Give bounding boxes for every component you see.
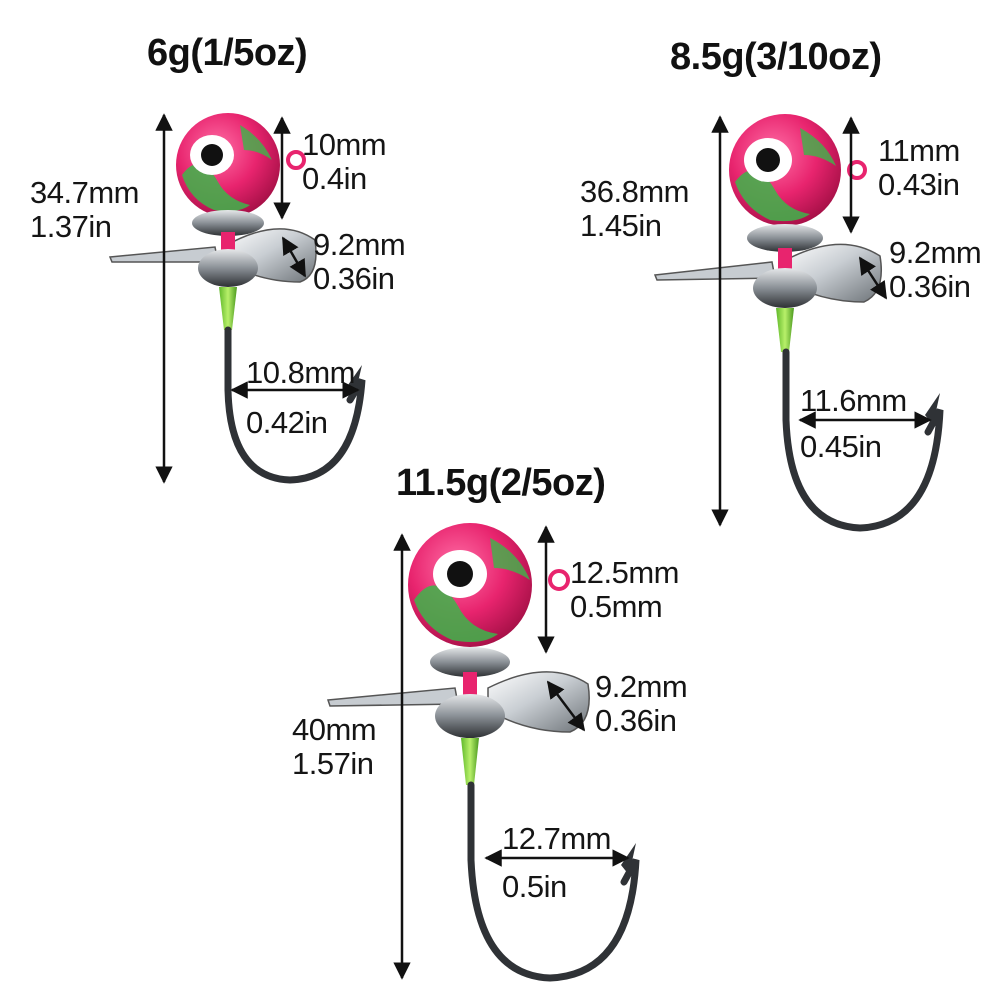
hook-gap-in: 0.42in bbox=[246, 405, 328, 440]
lure-head bbox=[729, 114, 867, 226]
head-size-mm: 12.5mm bbox=[570, 555, 679, 590]
lure-title: 8.5g(3/10oz) bbox=[670, 36, 882, 78]
overall-length-mm: 40mm bbox=[292, 712, 377, 747]
lure-6g bbox=[108, 113, 366, 484]
tube bbox=[461, 738, 479, 785]
blade-size-line bbox=[281, 236, 307, 278]
overall-length-in: 1.57in bbox=[292, 746, 374, 781]
bead bbox=[192, 210, 264, 287]
overall-length-in: 1.37in bbox=[30, 209, 112, 244]
hook-gap-label: 10.8mm 0.42in bbox=[246, 348, 355, 448]
lure-8-5g bbox=[653, 114, 944, 532]
overall-length-label: 34.7mm 1.37in bbox=[30, 176, 139, 244]
overall-length-in: 1.45in bbox=[580, 208, 662, 243]
hook-gap-mm: 10.8mm bbox=[246, 355, 355, 390]
overall-length-mm: 34.7mm bbox=[30, 175, 139, 210]
hook-gap-in: 0.5in bbox=[502, 869, 567, 904]
hook bbox=[224, 326, 366, 484]
head-size-in: 0.43in bbox=[878, 167, 960, 202]
head-size-label: 10mm 0.4in bbox=[302, 127, 387, 196]
lure-head bbox=[176, 113, 306, 217]
blade-size-in: 0.36in bbox=[595, 703, 677, 738]
blade-size-mm: 9.2mm bbox=[889, 235, 982, 270]
head-size-in: 0.5mm bbox=[570, 589, 663, 624]
tube bbox=[219, 287, 237, 330]
head-size-mm: 11mm bbox=[878, 133, 960, 168]
hook-gap-in: 0.45in bbox=[800, 429, 882, 464]
head-size-mm: 10mm bbox=[302, 127, 387, 162]
bead bbox=[430, 647, 510, 738]
blade-size-in: 0.36in bbox=[313, 261, 395, 296]
blade-size-label: 9.2mm 0.36in bbox=[595, 669, 688, 738]
hook-gap-label: 11.6mm 0.45in bbox=[800, 378, 907, 470]
blade-size-label: 9.2mm 0.36in bbox=[313, 227, 406, 296]
blade-size-in: 0.36in bbox=[889, 269, 971, 304]
lure-head bbox=[408, 523, 570, 647]
overall-length-mm: 36.8mm bbox=[580, 174, 689, 209]
head-size-label: 12.5mm 0.5mm bbox=[570, 556, 679, 624]
blade-size-line bbox=[858, 256, 888, 300]
lure-11-5g bbox=[326, 523, 640, 982]
head-size-label: 11mm 0.43in bbox=[878, 134, 960, 202]
hook-gap-mm: 11.6mm bbox=[800, 383, 907, 418]
tube bbox=[776, 308, 794, 352]
blade-size-line bbox=[546, 680, 586, 732]
head-size-in: 0.4in bbox=[302, 161, 367, 196]
hook-gap-label: 12.7mm 0.5in bbox=[502, 815, 611, 911]
blade-size-mm: 9.2mm bbox=[313, 227, 406, 262]
hook-gap-mm: 12.7mm bbox=[502, 821, 611, 856]
overall-length-label: 36.8mm 1.45in bbox=[580, 175, 689, 243]
blade-size-label: 9.2mm 0.36in bbox=[889, 235, 982, 304]
lure-title: 11.5g(2/5oz) bbox=[396, 462, 606, 504]
bead bbox=[747, 224, 823, 308]
blade-size-mm: 9.2mm bbox=[595, 669, 688, 704]
lure-title: 6g(1/5oz) bbox=[147, 32, 308, 74]
overall-length-label: 40mm 1.57in bbox=[292, 712, 377, 781]
hook bbox=[467, 781, 640, 982]
hook bbox=[782, 348, 944, 532]
